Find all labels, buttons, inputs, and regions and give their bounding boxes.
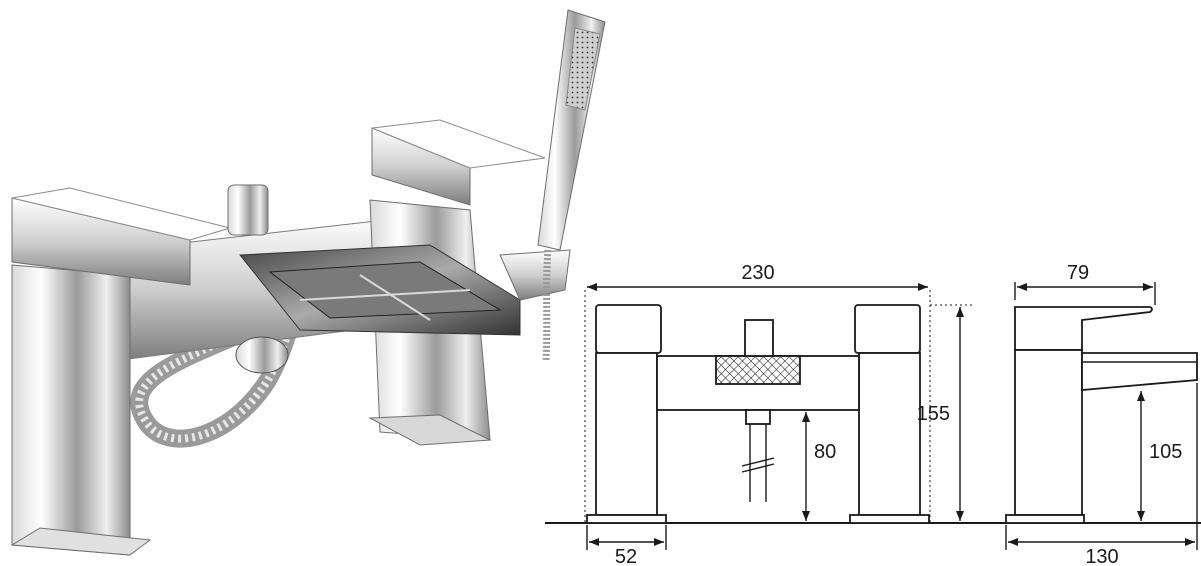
side-body bbox=[1014, 349, 1083, 516]
side-base bbox=[1005, 514, 1085, 524]
front-view: 230 155 80 52 bbox=[545, 262, 1201, 566]
tap-photo bbox=[10, 9, 606, 556]
dim-front-height: 155 bbox=[917, 403, 950, 425]
spout-grille bbox=[299, 274, 471, 321]
dim-230-arrow-l bbox=[587, 283, 597, 291]
spray-face bbox=[565, 27, 601, 111]
dim-side-depth-base: 130 bbox=[1085, 546, 1118, 566]
front-left-handle bbox=[595, 304, 662, 354]
dim-front-width: 230 bbox=[741, 262, 774, 284]
dim-outlet-height: 80 bbox=[814, 441, 836, 463]
diverter-knob bbox=[227, 184, 269, 236]
right-pillar-base bbox=[368, 414, 492, 446]
front-right-pillar bbox=[858, 352, 921, 516]
left-pillar-base bbox=[10, 527, 152, 556]
dim-130-arrow-r bbox=[1185, 538, 1195, 546]
hose-connector bbox=[235, 336, 289, 374]
dim-230-arrow-r bbox=[918, 283, 928, 291]
front-diverter-knob bbox=[744, 319, 774, 357]
dim-79-arrow-l bbox=[1017, 283, 1027, 291]
break-mark-1 bbox=[741, 457, 775, 467]
dim-130-arrow-l bbox=[1008, 538, 1018, 546]
right-handle-top bbox=[371, 119, 546, 169]
side-lever bbox=[1014, 306, 1153, 351]
front-left-base bbox=[586, 514, 667, 524]
front-mesh-outlet bbox=[715, 355, 801, 385]
dim-80-arrow-b bbox=[802, 511, 810, 521]
break-mark-2 bbox=[741, 463, 775, 473]
handset-bracket bbox=[499, 249, 571, 301]
front-right-base bbox=[849, 514, 930, 524]
dim-80-arrow-t bbox=[802, 412, 810, 422]
left-pillar bbox=[11, 264, 131, 556]
dim-side-depth-top: 79 bbox=[1067, 262, 1089, 284]
front-hose-outlet bbox=[745, 409, 771, 425]
dim-52-arrow-l bbox=[589, 538, 599, 546]
front-right-handle bbox=[854, 304, 921, 354]
handset-hose bbox=[542, 249, 552, 361]
hose-highlight bbox=[135, 269, 304, 443]
side-spout bbox=[1081, 352, 1198, 391]
dim-79-arrow-r bbox=[1143, 283, 1153, 291]
side-view: 79 105 130 bbox=[1005, 262, 1198, 566]
shower-handset bbox=[499, 9, 606, 361]
dim-side-spout-height: 105 bbox=[1149, 441, 1182, 463]
dim-base-width: 52 bbox=[615, 546, 637, 566]
dim-105-arrow-b bbox=[1137, 511, 1145, 521]
front-left-pillar bbox=[595, 352, 658, 516]
dim-105-arrow-t bbox=[1137, 391, 1145, 401]
dim-155-arrow-b bbox=[956, 511, 964, 521]
dim-155-arrow-t bbox=[956, 307, 964, 317]
dim-52-arrow-r bbox=[654, 538, 664, 546]
